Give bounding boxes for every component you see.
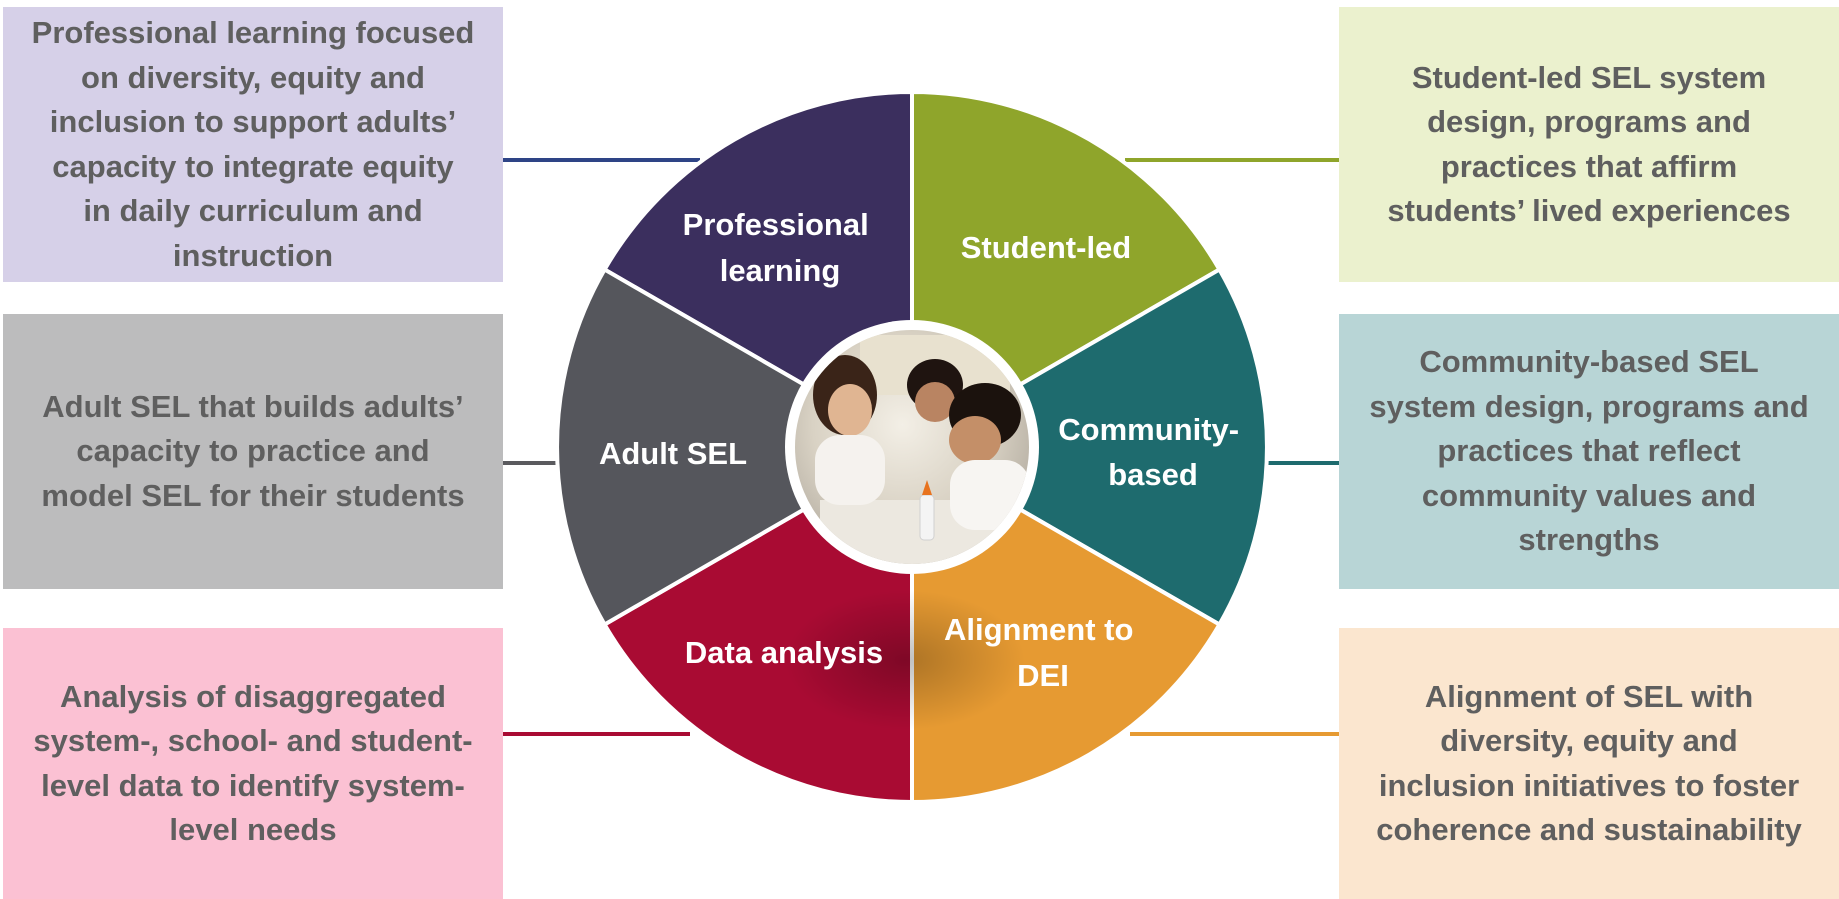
segment-label-community: Community- based: [1058, 412, 1247, 492]
box-line: Professional learning focused: [31, 15, 475, 50]
box-line: Alignment of SEL with: [1424, 678, 1754, 714]
box-line: capacity to integrate equity: [52, 148, 454, 184]
segment-community: [908, 266, 1269, 628]
box-line: model SEL for their students: [41, 477, 465, 513]
description-box-professional-learning: Professional learning focused on diversi…: [3, 7, 503, 282]
box-line: instruction: [172, 237, 334, 273]
segment-label-adult: Adult SEL: [599, 436, 747, 471]
segment-label-student: Student-led: [961, 230, 1132, 265]
description-box-data-analysis: Analysis of disaggregated system-, schoo…: [3, 628, 503, 899]
segment-shading: [785, 590, 1025, 730]
box-line: community values and: [1421, 477, 1757, 513]
box-line: practices that affirm: [1440, 148, 1738, 184]
box-line: level data to identify system-: [41, 767, 465, 803]
box-line: Community-based SEL: [1419, 344, 1759, 380]
box-line: level needs: [169, 812, 337, 847]
description-box-alignment-dei: Alignment of SEL with diversity, equity …: [1339, 628, 1839, 899]
description-box-community-based: Community-based SEL system design, progr…: [1339, 314, 1839, 589]
description-box-adult-sel: Adult SEL that builds adults’ capacity t…: [3, 314, 503, 589]
box-line: on diversity, equity and: [81, 59, 425, 95]
box-line: design, programs and: [1427, 104, 1751, 139]
box-line: system design, programs and: [1369, 388, 1809, 424]
box-line: Adult SEL that builds adults’: [42, 388, 464, 424]
box-line: practices that reflect: [1437, 433, 1741, 469]
segment-adult: [555, 266, 916, 628]
box-line: inclusion to support adults’: [49, 104, 457, 139]
description-box-student-led: Student-led SEL system design, programs …: [1339, 7, 1839, 282]
box-line: strengths: [1518, 522, 1660, 558]
box-line: students’ lived experiences: [1387, 193, 1791, 228]
segment-label-data: Data analysis: [685, 635, 883, 670]
box-line: system-, school- and student-: [33, 723, 473, 758]
box-line: capacity to practice and: [76, 433, 430, 469]
box-line: in daily curriculum and: [83, 193, 423, 228]
segment-label-professional: Professional learning: [683, 207, 878, 288]
segment-label-alignment: Alignment to DEI: [944, 612, 1142, 693]
box-line: inclusion initiatives to foster: [1378, 767, 1800, 803]
box-line: Student-led SEL system: [1411, 59, 1767, 95]
box-line: diversity, equity and: [1440, 723, 1738, 758]
box-line: coherence and sustainability: [1376, 812, 1802, 847]
children-classroom-photo-icon: [795, 330, 1029, 564]
box-line: Analysis of disaggregated: [60, 678, 446, 714]
